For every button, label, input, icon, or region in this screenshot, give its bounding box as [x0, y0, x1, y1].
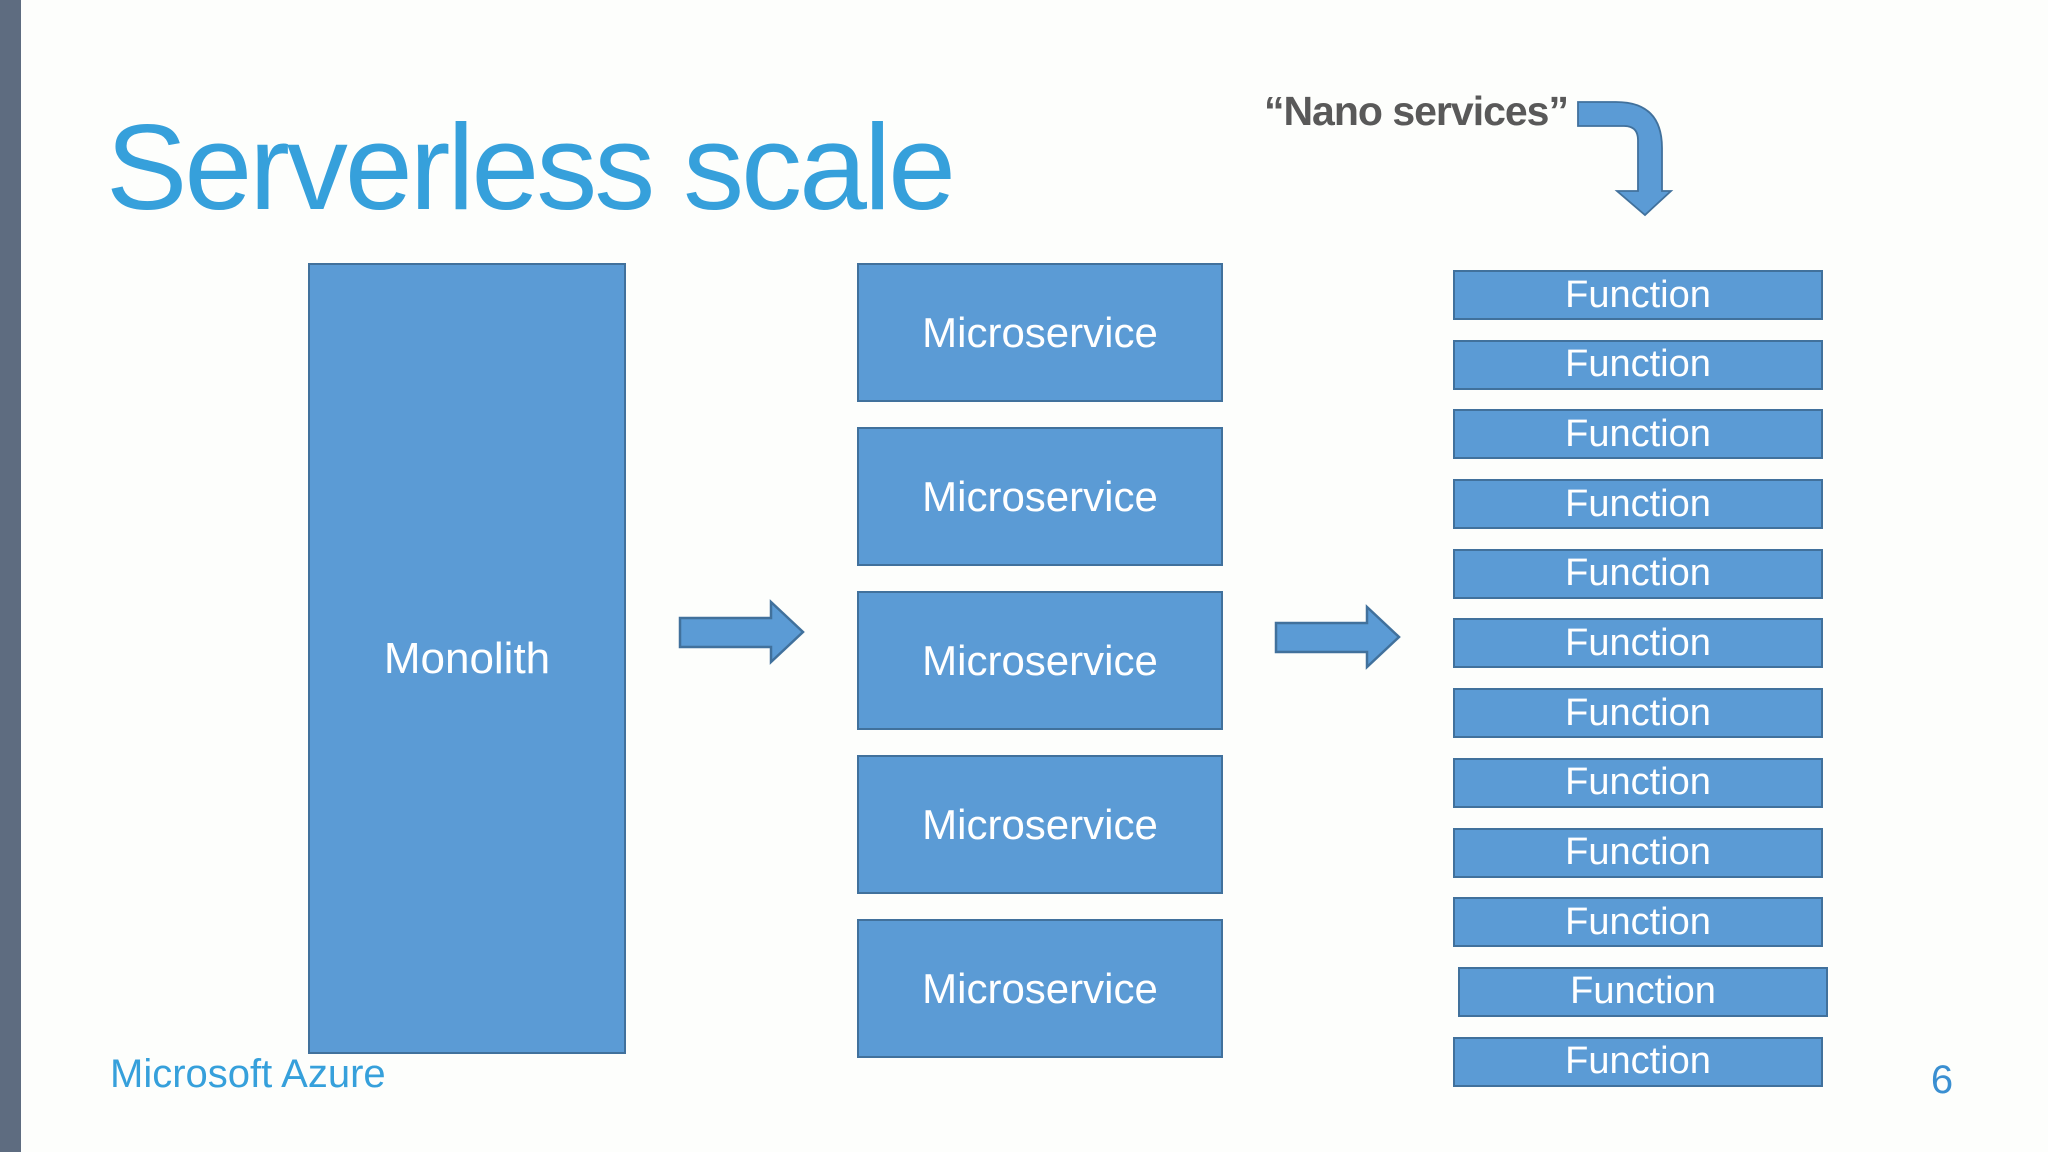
microservice-box: Microservice [857, 263, 1223, 402]
microservice-label: Microservice [922, 472, 1158, 520]
monolith-label: Monolith [383, 633, 551, 683]
microservice-box: Microservice [857, 591, 1223, 730]
function-label: Function [1565, 1040, 1711, 1083]
function-bar: Function [1453, 339, 1823, 390]
function-bar: Function [1453, 618, 1823, 669]
page-number: 6 [1930, 1058, 1954, 1102]
function-label: Function [1565, 761, 1711, 804]
microservice-label: Microservice [922, 964, 1158, 1012]
function-bar: Function [1453, 897, 1823, 948]
microservice-box: Microservice [857, 755, 1223, 894]
bent-down-arrow-icon [1577, 101, 1674, 217]
function-bar: Function [1453, 479, 1823, 530]
function-label: Function [1565, 831, 1711, 873]
function-bar: Function [1458, 966, 1828, 1017]
footer-brand: Microsoft Azure [110, 1052, 386, 1096]
function-label: Function [1565, 900, 1711, 943]
function-bar: Function [1453, 688, 1823, 739]
function-label: Function [1565, 482, 1711, 525]
function-bar: Function [1453, 1036, 1823, 1087]
microservice-box: Microservice [857, 427, 1223, 566]
function-label: Function [1565, 552, 1711, 595]
microservice-label: Microservice [922, 800, 1158, 848]
function-label: Function [1565, 412, 1711, 455]
function-label: Function [1565, 273, 1711, 316]
function-bar: Function [1453, 409, 1823, 460]
right-arrow-icon [678, 599, 805, 665]
function-label: Function [1570, 970, 1716, 1013]
microservices-column: Microservice Microservice Microservice M… [857, 263, 1223, 1058]
left-edge-bar [0, 0, 21, 1152]
monolith-box: Monolith [308, 263, 626, 1054]
function-label: Function [1565, 691, 1711, 734]
function-bar: Function [1453, 270, 1823, 320]
function-label: Function [1565, 343, 1711, 386]
microservice-box: Microservice [857, 919, 1223, 1058]
function-bar: Function [1453, 757, 1823, 808]
functions-column: Function Function Function Function Func… [1453, 270, 1828, 1087]
microservice-label: Microservice [922, 308, 1158, 356]
function-label: Function [1565, 621, 1711, 664]
slide-title: Serverless scale [106, 99, 956, 235]
function-bar: Function [1453, 548, 1823, 599]
microservice-label: Microservice [922, 636, 1158, 684]
function-bar: Function [1453, 827, 1823, 878]
right-arrow-icon [1274, 604, 1401, 670]
nano-services-label: “Nano services” [1263, 88, 1569, 134]
